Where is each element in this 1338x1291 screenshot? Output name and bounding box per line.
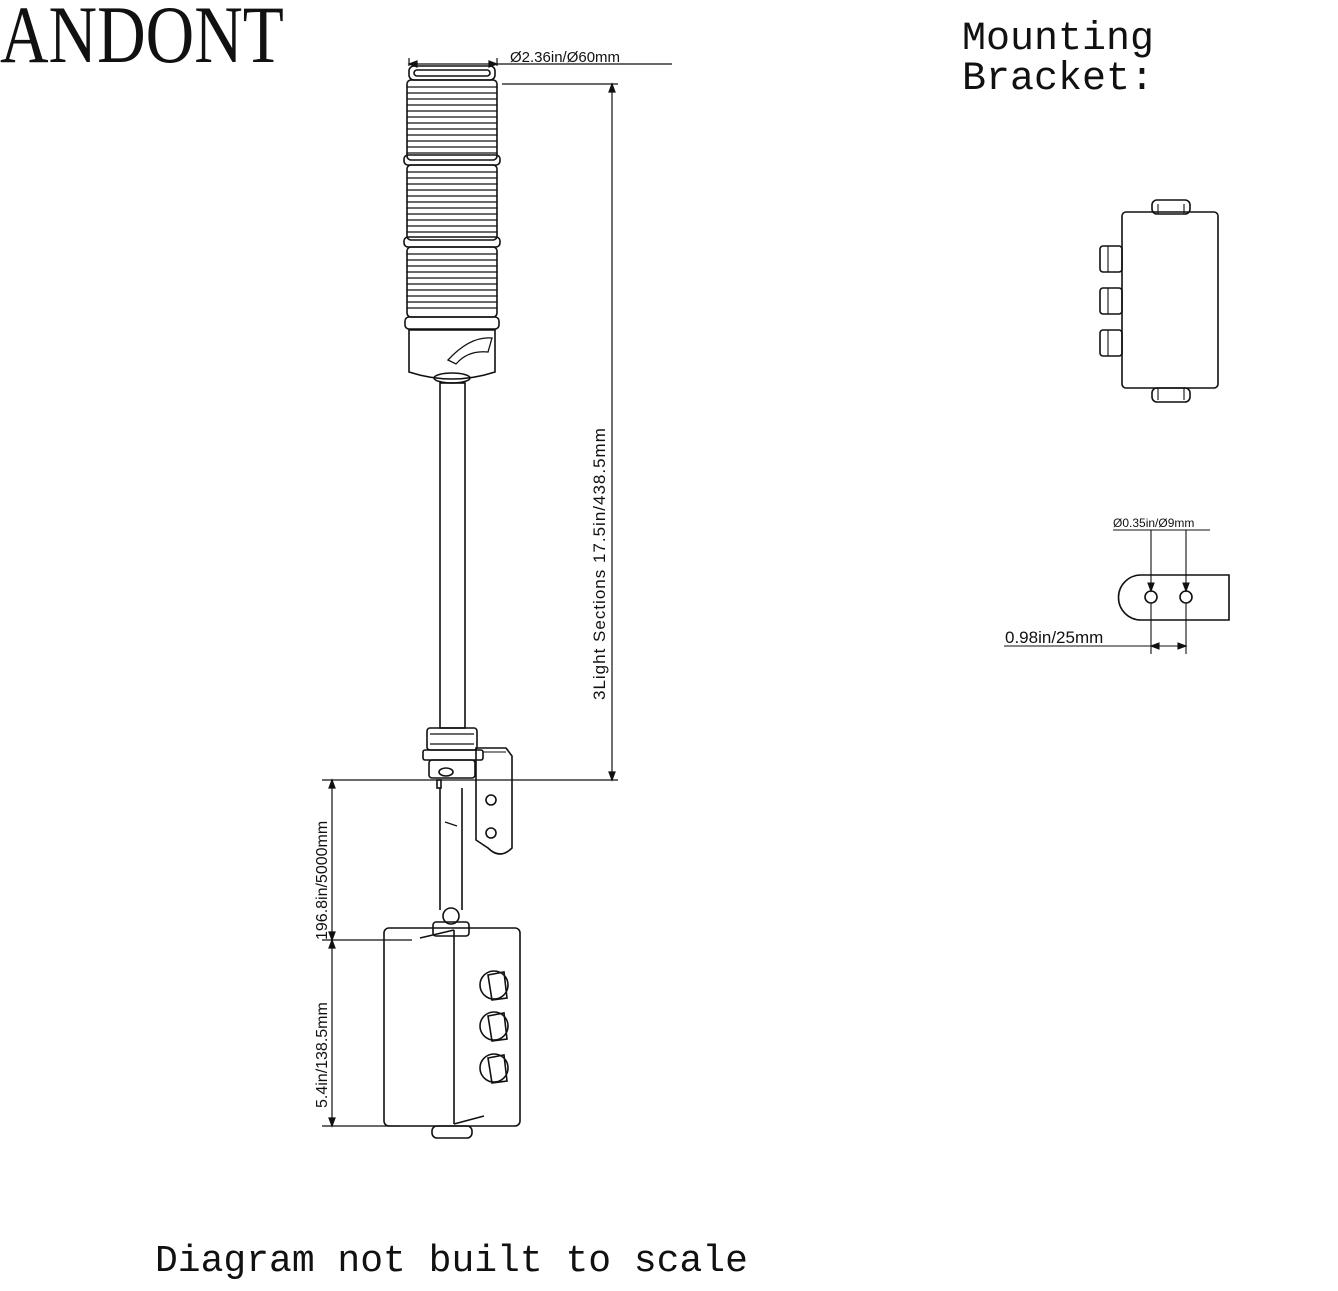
section-ring-3 [404, 316, 500, 330]
box-height-label: 5.4in/138.5mm [314, 1002, 331, 1108]
cable-length-label: 196.8in/5000mm [314, 821, 331, 940]
switch-knob-3 [479, 1053, 509, 1084]
tower-base [408, 329, 496, 380]
brand-logo: ANDONT [0, 0, 284, 80]
switch-knob-1 [479, 970, 509, 1001]
cable [439, 788, 463, 910]
hole-spacing-label: 0.98in/25mm [1005, 628, 1103, 647]
light-section-2 [406, 164, 498, 241]
tower-top-cap [408, 65, 496, 81]
mounting-washer [422, 749, 484, 761]
l-bracket [475, 747, 513, 855]
hole-diameter-label: Ø0.35in/Ø9mm [1113, 516, 1194, 530]
mounting-nut-upper [426, 727, 478, 751]
bracket-dimension-lines [1004, 529, 1210, 654]
signal-tower [383, 65, 521, 1139]
switch-knob-2 [479, 1011, 509, 1042]
mounting-nut-lower [428, 759, 476, 779]
bracket-plate-view [1117, 574, 1230, 621]
section-ring-2 [403, 236, 501, 248]
tower-height-label: 3Light Sections 17.5in/438.5mm [590, 427, 609, 700]
light-section-3 [406, 246, 498, 318]
mounting-bracket-heading: Mounting Bracket: [962, 17, 1155, 102]
dimension-lines [322, 58, 672, 1128]
bracket-hole-2 [485, 827, 497, 839]
light-section-1 [406, 79, 498, 161]
scale-disclaimer: Diagram not built to scale [155, 1240, 748, 1283]
control-box [383, 927, 521, 1139]
cable-gland [442, 907, 460, 925]
lamp-diameter-label: Ø2.36in/Ø60mm [510, 49, 620, 66]
tower-pole [439, 382, 466, 729]
bracket-hole-1 [485, 794, 497, 806]
bracket-box-view [1099, 199, 1219, 403]
